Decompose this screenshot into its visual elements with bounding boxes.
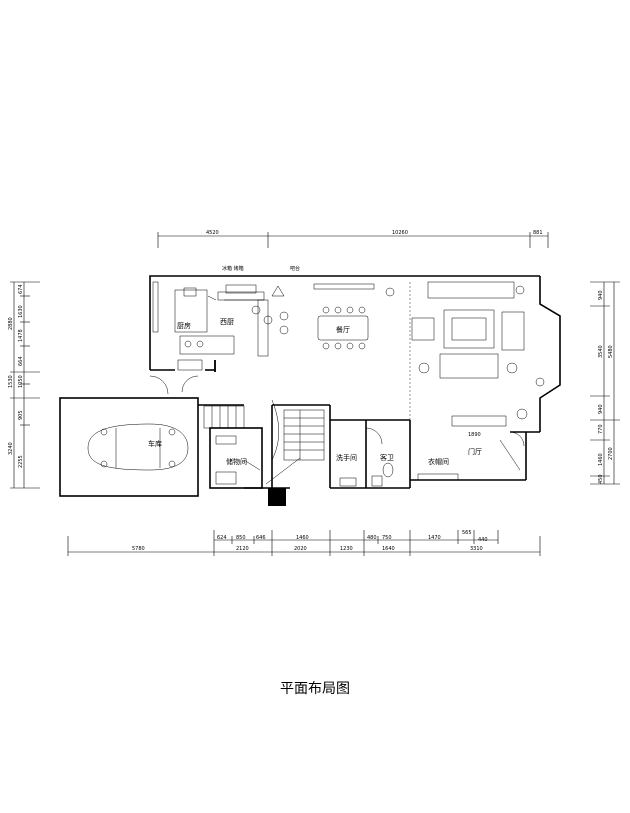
- dim-left-10: 2255: [18, 455, 24, 468]
- walls: [59, 275, 561, 506]
- dim-bottom-2: 850: [236, 535, 246, 541]
- dim-left-1: 2880: [8, 317, 14, 330]
- top-dimensions: 4520 10260 881: [157, 230, 549, 248]
- dim-bottom-11: 2120: [236, 546, 249, 552]
- doors: [149, 375, 525, 447]
- dim-right-2: 3540: [598, 345, 604, 358]
- dim-bottom-14: 1640: [382, 546, 395, 552]
- right-dimensions: 940 3540 5480 940 770 2700 1460 450: [590, 281, 620, 485]
- dim-bottom-1: 624: [217, 535, 227, 541]
- dim-bottom-5: 480: [367, 535, 377, 541]
- dim-right-4: 940: [598, 404, 604, 414]
- dim-right-1: 940: [598, 290, 604, 300]
- dim-left-7: 1050: [18, 375, 24, 388]
- label-kitchen: 厨房: [177, 321, 191, 330]
- dim-bottom-15: 3310: [470, 546, 483, 552]
- dim-bottom-10: 5780: [132, 546, 145, 552]
- left-dimensions: 2880 664 1478 1630 674 1530 1050 905 324…: [8, 281, 40, 489]
- dim-right-5: 770: [598, 424, 604, 434]
- label-entry: 门厅: [468, 447, 482, 456]
- label-cloak: 衣帽间: [428, 457, 449, 466]
- dim-bottom-3: 646: [256, 535, 266, 541]
- dim-bottom-13: 1230: [340, 546, 353, 552]
- dim-bottom-6: 750: [382, 535, 392, 541]
- note-fridge: 冰箱 烤箱: [222, 265, 244, 272]
- label-dining: 餐厅: [336, 325, 350, 334]
- storage: 储物间: [215, 435, 261, 485]
- entry-area: 衣帽间 门厅: [417, 439, 521, 481]
- garage: 车库: [87, 423, 189, 471]
- dim-top-3: 881: [533, 230, 543, 236]
- dim-bottom-4: 1460: [296, 535, 309, 541]
- dim-bottom-7: 1470: [428, 535, 441, 541]
- bottom-dimensions: 624 850 646 1460 480 750 1470 565 440 57…: [67, 530, 541, 556]
- structural-column: [268, 488, 286, 506]
- dim-left-8: 905: [18, 410, 24, 420]
- wash-rooms: 洗手间 客卫: [336, 427, 394, 487]
- living-room: 1890: [385, 281, 545, 438]
- dim-bottom-12: 2020: [294, 546, 307, 552]
- dim-living-tv: 1890: [468, 432, 481, 438]
- dim-left-9: 3240: [8, 442, 14, 455]
- note-cabinet: 吧台: [290, 265, 300, 272]
- dim-top-1: 4520: [206, 230, 219, 236]
- drawing-title: 平面布局图: [280, 681, 350, 697]
- dim-bottom-9: 440: [478, 537, 488, 543]
- dim-top-2: 10260: [392, 230, 408, 236]
- label-guest-wc: 客卫: [380, 453, 394, 462]
- stairs: [203, 399, 325, 485]
- dim-left-2: 664: [18, 356, 24, 366]
- dim-right-3: 5480: [608, 345, 614, 358]
- kitchen: 厨房 冰箱 烤箱 吧台: [152, 265, 300, 371]
- dim-left-3: 1478: [18, 329, 24, 342]
- dim-left-5: 674: [18, 284, 24, 294]
- dim-right-7: 1460: [598, 453, 604, 466]
- label-wash: 洗手间: [336, 453, 357, 462]
- dim-right-6: 2700: [608, 447, 614, 460]
- dim-left-6: 1530: [8, 375, 14, 388]
- dim-bottom-8: 565: [462, 530, 472, 536]
- dining-area: 西厨 餐厅: [217, 282, 411, 420]
- label-garage: 车库: [148, 439, 162, 448]
- label-dining-kitchen: 西厨: [220, 318, 234, 326]
- label-storage: 储物间: [226, 457, 247, 466]
- dim-left-4: 1630: [18, 305, 24, 318]
- dim-right-8: 450: [598, 474, 604, 484]
